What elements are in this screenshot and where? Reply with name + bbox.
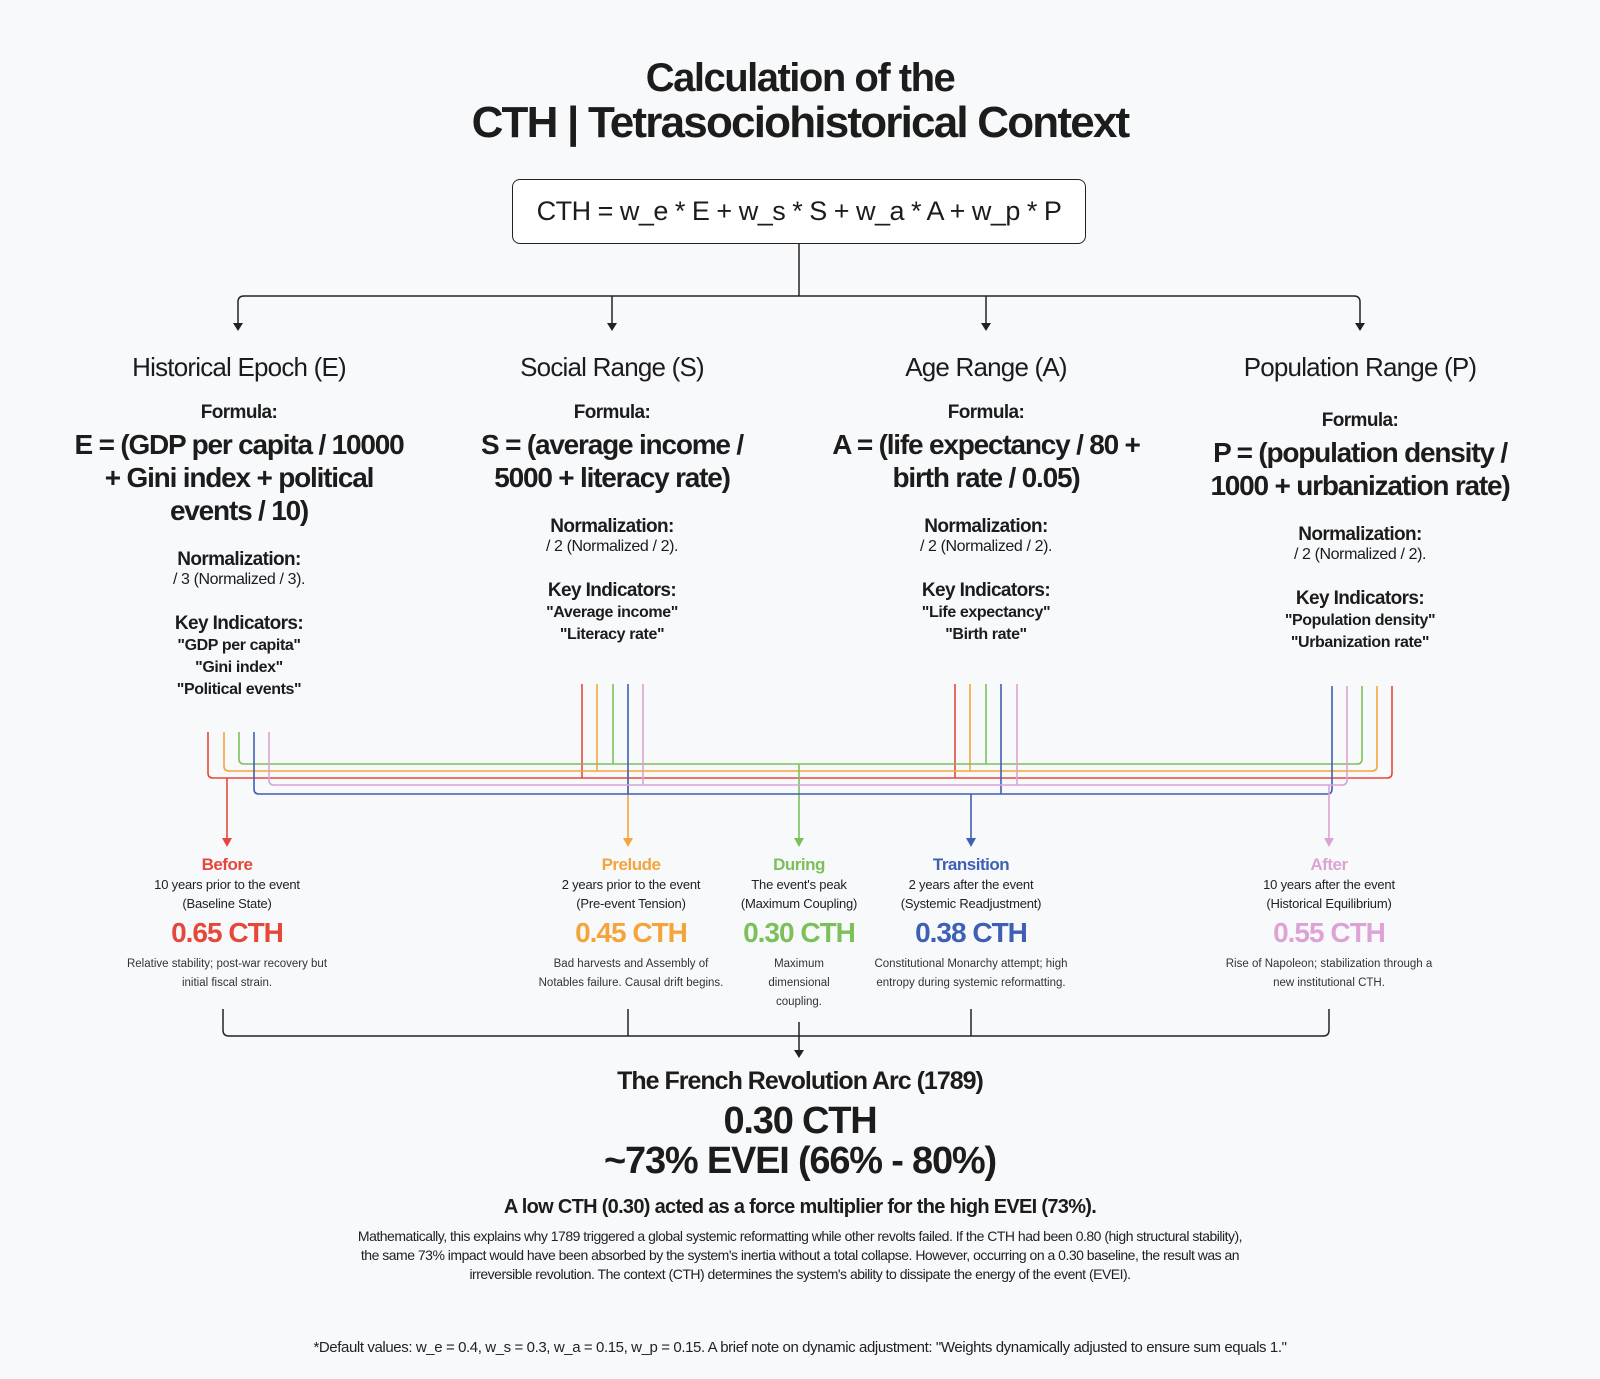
- normalization-label: Normalization:: [550, 516, 674, 537]
- indicator-item: "Urbanization rate": [1290, 634, 1430, 651]
- stage-arrowhead: [966, 838, 976, 847]
- component-historical-epoch: Historical Epoch (E) Formula: E = (GDP p…: [69, 352, 409, 701]
- component-heading: Age Range (A): [905, 352, 1067, 382]
- stage-value: 0.38 CTH: [915, 917, 1028, 948]
- component-age-range: Age Range (A) Formula: A = (life expecta…: [816, 352, 1156, 646]
- indicator-item: "Birth rate": [945, 626, 1027, 643]
- result-title: The French Revolution Arc (1789): [617, 1067, 984, 1095]
- normalization-value: / 3 (Normalized / 3).: [172, 571, 306, 588]
- top-tree: [237, 244, 1361, 324]
- stage-value: 0.45 CTH: [575, 917, 688, 948]
- stage-arrowhead: [794, 838, 804, 847]
- stage-name: Transition: [932, 855, 1010, 874]
- indicator-item: "Literacy rate": [559, 626, 665, 643]
- indicator-item: "Gini index": [195, 659, 283, 676]
- stage-value: 0.65 CTH: [171, 917, 284, 948]
- title-line-2: CTH | Tetrasociohistorical Context: [471, 98, 1131, 147]
- wire-drop-p: [1371, 686, 1378, 772]
- stage-value: 0.55 CTH: [1273, 917, 1386, 948]
- wire-drop-p: [1356, 686, 1363, 765]
- result-bracket: [222, 1009, 1330, 1052]
- stage-desc-sub: (Baseline State): [182, 896, 272, 911]
- stage-desc: 2 years after the event: [908, 877, 1034, 892]
- stage-arrowheads: [222, 838, 1334, 847]
- formula-label: Formula:: [947, 402, 1025, 423]
- stage-desc-sub: (Systemic Readjustment): [900, 896, 1042, 911]
- indicators-label: Key Indicators:: [547, 580, 677, 601]
- indicators-label: Key Indicators:: [1295, 588, 1425, 609]
- stage-desc-sub: (Maximum Coupling): [740, 896, 858, 911]
- stage-name: After: [1310, 855, 1348, 874]
- formula-label: Formula:: [573, 402, 651, 423]
- stage-desc-sub: (Pre-event Tension): [576, 896, 686, 911]
- component-heading: Population Range (P): [1243, 352, 1477, 382]
- normalization-value: / 2 (Normalized / 2).: [1293, 546, 1427, 563]
- component-formula: A = (life expectancy / 80 + birth rate /…: [832, 429, 1141, 493]
- wire-drop-p: [1326, 686, 1333, 795]
- indicator-wires: [207, 684, 1393, 840]
- wire-drop-e: [223, 732, 230, 772]
- title-line-1: Calculation of the: [645, 56, 956, 100]
- stage-after: After 10 years after the event (Historic…: [1214, 855, 1444, 993]
- component-heading: Social Range (S): [520, 352, 705, 382]
- result-cth: 0.30 CTH: [723, 1100, 877, 1142]
- indicators-label: Key Indicators:: [921, 580, 1051, 601]
- stage-note: Rise of Napoleon; stabilization through …: [1225, 958, 1433, 989]
- normalization-label: Normalization:: [924, 516, 1048, 537]
- stage-prelude: Prelude 2 years prior to the event (Pre-…: [516, 855, 746, 993]
- stage-note: Constitutional Monarchy attempt; high en…: [874, 958, 1068, 989]
- formula-label: Formula:: [200, 402, 278, 423]
- component-social-range: Social Range (S) Formula: S = (average i…: [442, 352, 782, 646]
- indicators-label: Key Indicators:: [174, 613, 304, 634]
- top-arrowheads: [233, 323, 1365, 331]
- stage-desc: 10 years after the event: [1263, 877, 1395, 892]
- stage-arrowhead: [623, 838, 633, 847]
- component-formula: P = (population density / 1000 + urbaniz…: [1210, 437, 1510, 501]
- result-arrowhead: [794, 1050, 804, 1058]
- indicator-item: "Political events": [176, 681, 302, 698]
- component-heading: Historical Epoch (E): [132, 352, 347, 382]
- stage-desc: 10 years prior to the event: [154, 877, 300, 892]
- component-formula: S = (average income / 5000 + literacy ra…: [481, 429, 744, 493]
- stage-desc: The event's peak: [751, 877, 847, 892]
- indicator-item: "Life expectancy": [921, 604, 1051, 621]
- stage-transition: Transition 2 years after the event (Syst…: [856, 855, 1086, 993]
- wire-drop-e: [238, 732, 245, 765]
- wire-drop-e: [253, 732, 260, 795]
- stage-name: Before: [201, 855, 253, 874]
- wire-drop-e: [207, 732, 214, 779]
- stage-name: During: [773, 855, 825, 874]
- formula-label: Formula:: [1321, 410, 1399, 431]
- stage-desc-sub: (Historical Equilibrium): [1266, 896, 1392, 911]
- stage-note: Maximum dimensional coupling.: [768, 958, 830, 1008]
- normalization-label: Normalization:: [177, 549, 301, 570]
- normalization-label: Normalization:: [1298, 524, 1422, 545]
- main-formula: CTH = w_e * E + w_s * S + w_a * A + w_p …: [536, 196, 1062, 226]
- stage-note: Bad harvests and Assembly of Notables fa…: [538, 958, 724, 989]
- result-explanation: Mathematically, this explains why 1789 t…: [357, 1228, 1243, 1282]
- indicator-item: "Average income": [546, 604, 678, 621]
- stage-arrowhead: [222, 838, 232, 847]
- main-formula-box: CTH = w_e * E + w_s * S + w_a * A + w_p …: [512, 179, 1086, 244]
- result-insight: A low CTH (0.30) acted as a force multip…: [503, 1196, 1097, 1218]
- wire-drop-p: [1341, 686, 1348, 786]
- component-population-range: Population Range (P) Formula: P = (popul…: [1190, 352, 1530, 654]
- stage-desc: 2 years prior to the event: [561, 877, 701, 892]
- normalization-value: / 2 (Normalized / 2).: [919, 538, 1053, 555]
- indicator-item: "GDP per capita": [177, 637, 301, 654]
- stage-arrowhead: [1324, 838, 1334, 847]
- indicator-item: "Population density": [1284, 612, 1436, 629]
- component-formula: E = (GDP per capita / 10000 + Gini index…: [74, 429, 405, 526]
- stage-note: Relative stability; post-war recovery bu…: [126, 958, 328, 989]
- wire-drop-p: [1386, 686, 1393, 779]
- stage-before: Before 10 years prior to the event (Base…: [112, 855, 342, 993]
- stage-value: 0.30 CTH: [743, 917, 856, 948]
- wire-drop-e: [268, 732, 275, 786]
- result-evei: ~73% EVEI (66% - 80%): [604, 1140, 997, 1182]
- stage-name: Prelude: [601, 855, 661, 874]
- footnote: *Default values: w_e = 0.4, w_s = 0.3, w…: [313, 1339, 1287, 1356]
- normalization-value: / 2 (Normalized / 2).: [545, 538, 679, 555]
- stage-during: During The event's peak (Maximum Couplin…: [734, 855, 864, 1012]
